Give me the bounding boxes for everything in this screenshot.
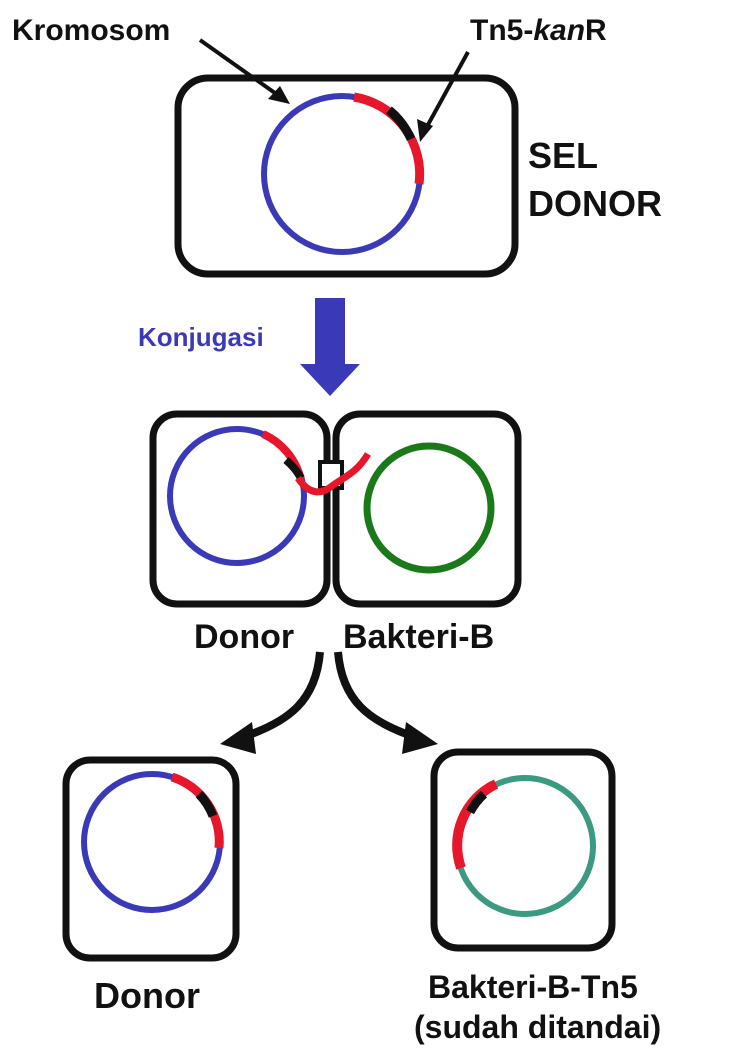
label-donor-cell: DONOR xyxy=(528,183,662,224)
label-donor-bottom: Donor xyxy=(94,975,200,1016)
label-konjugasi: Konjugasi xyxy=(138,322,264,352)
bakteri-b-chromosome-mid xyxy=(367,446,491,570)
transposon-segment-top xyxy=(354,97,420,184)
label-sudah-ditandai: (sudah ditandai) xyxy=(414,1009,661,1045)
label-bakteri-b-tn5: Bakteri-B-Tn5 xyxy=(428,969,638,1005)
label-tn5-kanr: Tn5-kanR xyxy=(470,14,607,47)
split-arrow-right-head xyxy=(402,722,438,754)
kromosom-pointer-line xyxy=(200,40,282,98)
transposon-marker-top xyxy=(389,110,411,139)
tn5-pointer-line xyxy=(424,52,468,132)
label-bakteri-b: Bakteri-B xyxy=(343,618,494,656)
label-kromosom: Kromosom xyxy=(12,14,170,47)
conjugation-arrow-shaft xyxy=(315,298,345,366)
conjugation-arrow-head xyxy=(300,364,360,396)
donor-cell-bottom xyxy=(66,760,236,958)
label-sel: SEL xyxy=(528,135,598,176)
donor-cell-top xyxy=(178,78,515,274)
label-donor-mid: Donor xyxy=(194,618,294,656)
split-arrow-left-head xyxy=(220,722,256,754)
transposon-marker-bottom-donor xyxy=(199,794,213,816)
